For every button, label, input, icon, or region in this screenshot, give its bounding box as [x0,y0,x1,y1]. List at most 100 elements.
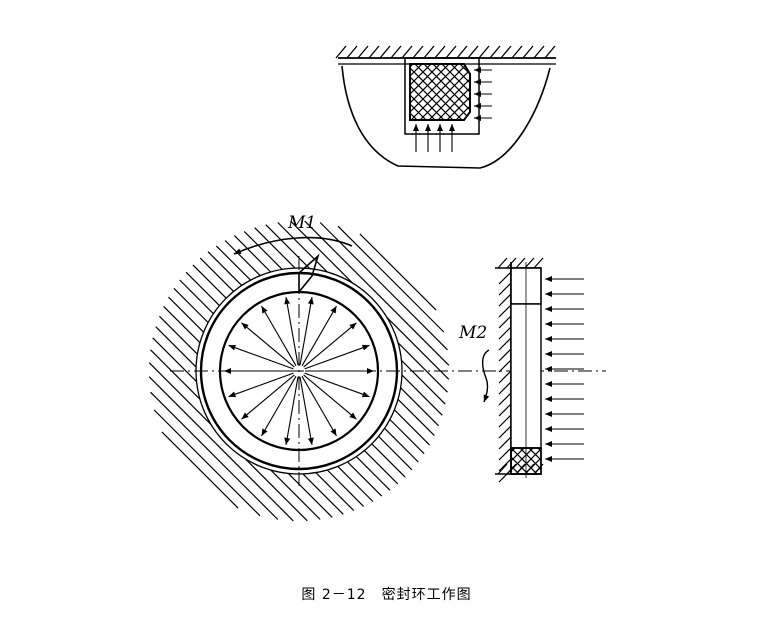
hatch-line [319,222,448,351]
hatch-line [386,317,450,380]
hatch-line [368,45,380,59]
hatch-line [233,235,272,273]
hatch-line [522,45,534,59]
hatch-line [515,257,526,269]
hatch-line [185,271,220,307]
hatch-line [423,45,435,59]
pressure-arrow [284,297,299,366]
hatch-line [148,362,212,425]
hatch-line [150,391,279,520]
hatch-line [524,257,535,269]
hatch-line [158,315,198,355]
hatch-line [152,337,198,383]
hatch-line [498,271,512,285]
hatch-line [335,45,347,59]
axial-pressure-arrows [545,276,584,462]
pressure-arrow [303,322,357,368]
hatch-line [498,326,512,340]
hatch-line [363,450,399,485]
hatch-line [533,257,544,269]
hatch-line [270,469,321,520]
hatch-line [498,337,512,351]
hatch-line [489,45,501,59]
hatch-line [412,45,424,59]
pressure-arrow [304,344,370,370]
hatch-line [434,45,446,59]
seal-ring-section [409,63,471,121]
hatch-line [215,245,251,281]
hatch-line [277,222,328,273]
hatch-line [498,425,512,439]
hatch-line [148,376,294,522]
hatch-line [245,458,308,522]
hatch-line [400,359,446,405]
hatch-line [498,293,512,307]
hatch-line [498,359,512,373]
pressure-arrow [261,305,297,367]
hatch-line [445,45,457,59]
hatch-line [192,264,227,299]
m1-label: M1 [287,213,316,233]
hatch-line [302,473,344,515]
hatch-line [478,45,490,59]
hatch-line [199,257,235,292]
m2-label: M2 [458,323,487,343]
hatch-line [467,45,479,59]
hatch-line [498,348,512,362]
hatch-line [150,349,201,400]
hatch-line [511,45,523,59]
hatch-line [304,220,450,366]
hatch-line [544,45,556,59]
hatch-line [498,282,512,296]
seal-ring-side-view: M2 [458,257,584,483]
hatch-line [498,304,512,318]
pressure-arrow [261,375,297,437]
groove-section-detail [335,45,556,169]
hatch-line [224,240,261,277]
moment-m1-arc [233,236,353,255]
hatch-line [401,45,413,59]
hatch-line [163,305,201,344]
hatch-line [533,45,545,59]
radial-pressure-arrows [224,297,374,445]
hatch-line [337,465,374,502]
pressure-arrow [299,297,314,366]
hatch-line [498,381,512,395]
hatch-line [290,220,353,284]
pressure-arrow [284,376,299,445]
figure-caption: 图 2－12 密封环工作图 [301,587,472,603]
hatch-line [315,472,355,512]
pressure-arrow [241,374,295,420]
pressure-arrow [228,372,294,398]
hatch-line [326,469,365,507]
pressure-arrow [301,305,337,367]
hatch-line [498,403,512,417]
hatch-line [359,233,437,311]
hatch-line [155,326,197,368]
hatch-line [173,287,209,323]
hatch-line [346,45,358,59]
hatch-line [168,296,205,333]
top-wall-hatching [335,45,556,59]
hatch-line [393,409,430,446]
hatch-line [397,342,448,393]
hatch-line [357,45,369,59]
hatch-line [389,419,425,455]
hatch-line [337,225,445,333]
hatch-line [400,387,440,427]
hatch-line [179,279,214,315]
hatch-line [498,447,512,461]
hatch-line [265,224,311,270]
hatch-line [371,443,406,478]
hatch-line [497,257,508,269]
hatch-line [161,431,239,509]
pressure-arrow [241,322,295,368]
hatch-line [497,463,508,475]
pressure-arrow [299,376,314,445]
top-pressure-arrows [413,67,492,152]
hatch-line [347,461,383,497]
cylinder-wall-hatching [148,220,450,522]
hatch-line [384,427,419,463]
pressure-arrow [303,374,357,420]
